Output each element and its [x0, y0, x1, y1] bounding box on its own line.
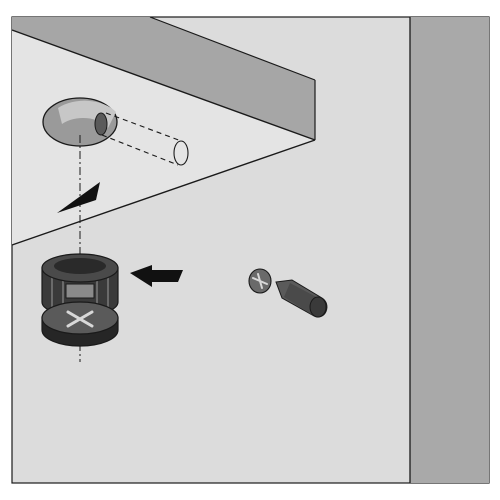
side-panel: [409, 17, 489, 483]
cam-lock-fitting: [41, 253, 119, 347]
insert-arrow: [57, 182, 100, 213]
connecting-bolt: [248, 268, 328, 318]
cross-drive-icon: [66, 310, 94, 328]
push-arrow: [130, 265, 183, 287]
dowel-hole-dashed: [101, 112, 189, 166]
